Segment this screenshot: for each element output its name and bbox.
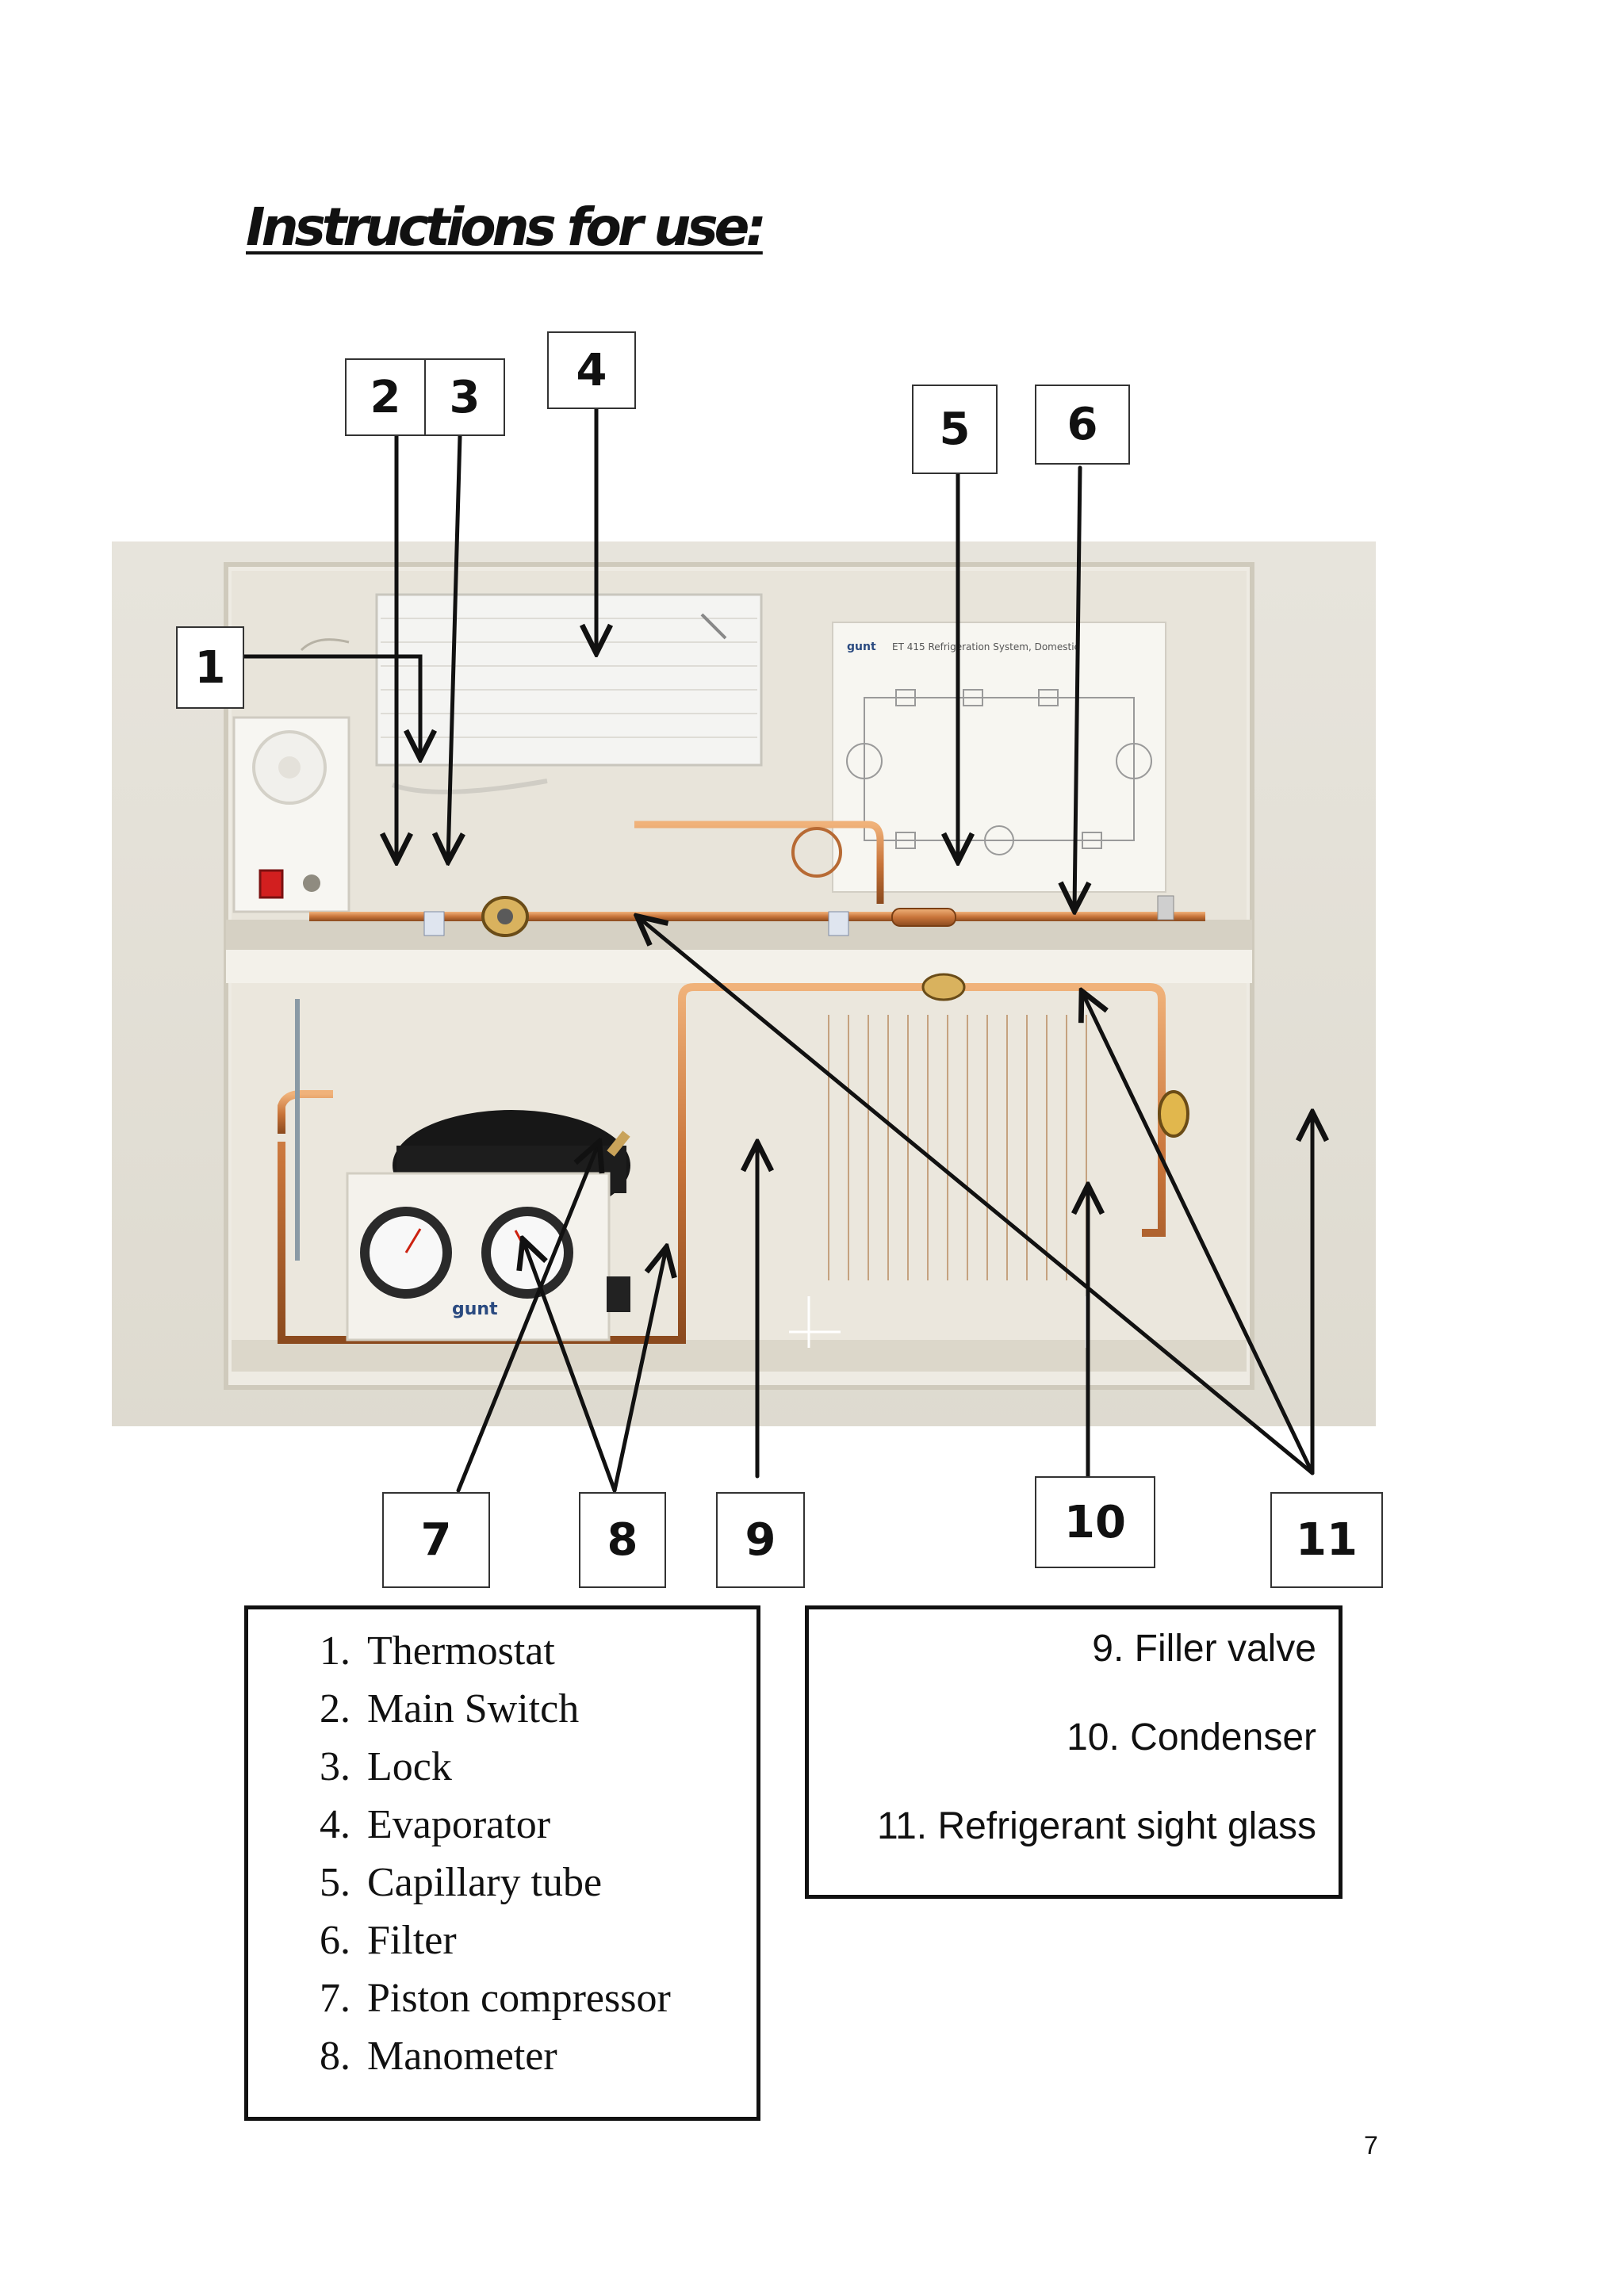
callout-8: 8 (579, 1492, 666, 1588)
callout-11: 11 (1270, 1492, 1383, 1588)
legend-left-list: 1.Thermostat 2.Main Switch 3.Lock 4.Evap… (320, 1622, 756, 2085)
callout-2-3: 2 3 (345, 358, 505, 436)
legend-item: 7.Piston compressor (320, 1976, 671, 2021)
compressor-brand: gunt (452, 1299, 498, 1319)
callout-10: 10 (1035, 1476, 1155, 1568)
legend-item: 5.Capillary tube (320, 1860, 603, 1905)
callout-5: 5 (912, 385, 998, 474)
page-title: Instructions for use: (246, 197, 767, 258)
callout-3: 3 (424, 360, 504, 434)
legend-item: 2.Main Switch (320, 1686, 580, 1732)
panel-caption: ET 415 Refrigeration System, Domestic (892, 641, 1079, 652)
legend-item: 4.Evaporator (320, 1802, 551, 1847)
legend-item: 6.Filter (320, 1918, 457, 1963)
callout-2: 2 (370, 371, 401, 423)
callout-7: 7 (382, 1492, 490, 1588)
page-number: 7 (1364, 2131, 1378, 2160)
callout-4: 4 (547, 331, 636, 409)
legend-item: 1.Thermostat (320, 1628, 555, 1674)
brand-label: gunt (847, 641, 876, 653)
legend-item: 9. Filler valve (1092, 1628, 1316, 1670)
legend-left: 1.Thermostat 2.Main Switch 3.Lock 4.Evap… (244, 1605, 760, 2121)
callout-1: 1 (176, 626, 244, 709)
callout-6: 6 (1035, 385, 1130, 465)
legend-item: 8.Manometer (320, 2034, 557, 2079)
legend-item: 10. Condenser (1067, 1716, 1316, 1758)
callout-9: 9 (716, 1492, 805, 1588)
legend-item: 3.Lock (320, 1744, 452, 1789)
legend-right: 9. Filler valve 10. Condenser 11. Refrig… (805, 1605, 1342, 1899)
legend-item: 11. Refrigerant sight glass (876, 1805, 1316, 1847)
